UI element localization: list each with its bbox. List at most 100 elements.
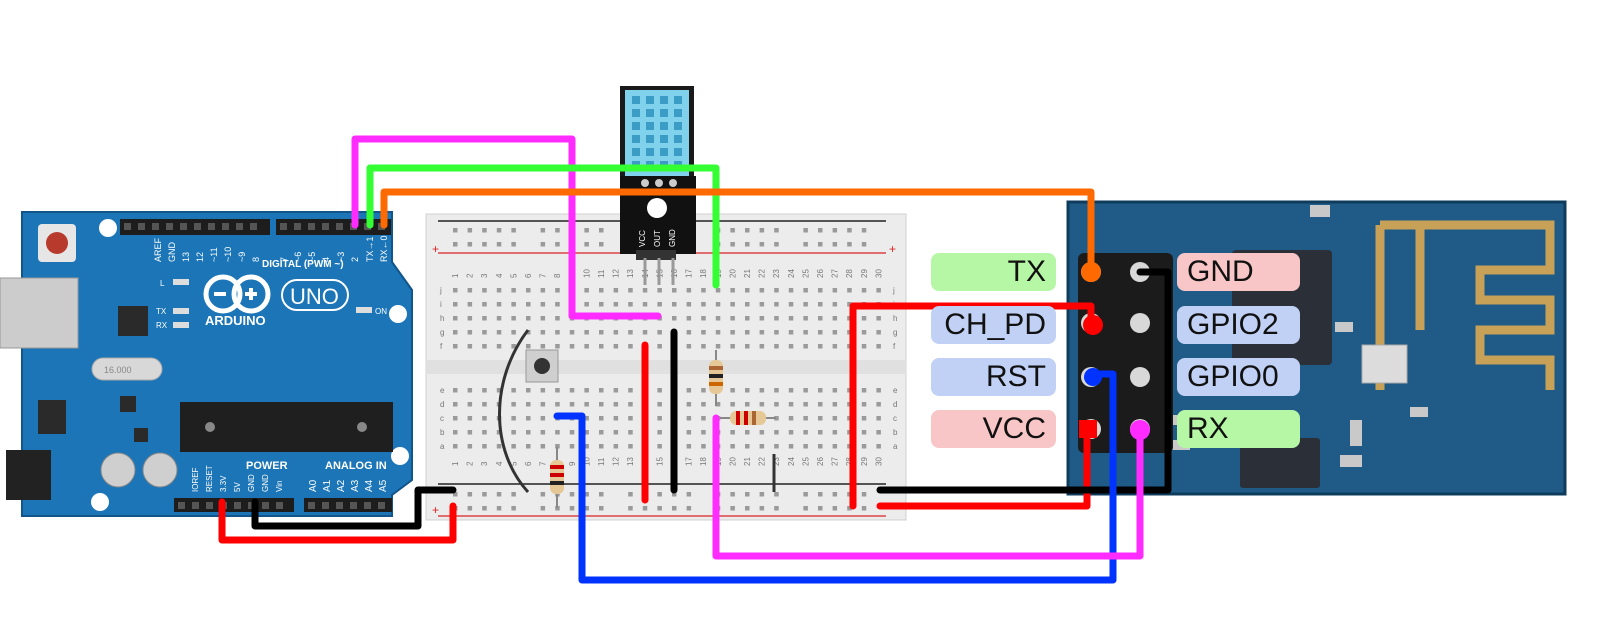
wire-black-ground: [251, 486, 457, 530]
led-label-rx: RX: [156, 321, 168, 330]
bb-column-number: 9: [568, 461, 577, 466]
digital-pin-label: 4: [321, 257, 331, 262]
bb-column-number: 20: [728, 457, 737, 466]
esp-pin-label-vcc: VCC: [931, 410, 1056, 448]
led-label-tx: TX: [156, 307, 167, 316]
digital-pin-label: 13: [181, 252, 191, 262]
bb-column-number: 17: [685, 269, 694, 278]
arduino-brand: ARDUINO: [205, 313, 266, 328]
bb-column-number: 6: [524, 461, 533, 466]
bb-column-number: 20: [728, 269, 737, 278]
rail-plus-bottom-left: +: [432, 503, 439, 517]
esp8266-module: [1066, 200, 1567, 496]
usb-chip: [118, 306, 148, 336]
bb-column-number: 1: [451, 461, 460, 466]
bb-column-number: 5: [509, 273, 518, 278]
digital-pin-label: 2: [350, 257, 360, 262]
bb-row-letter: d: [893, 400, 897, 409]
resistor-horizontal: [720, 411, 776, 425]
bb-column-number: 25: [801, 457, 810, 466]
bb-column-number: 29: [860, 269, 869, 278]
digital-header-label: DIGITAL (PWM ~): [262, 259, 344, 270]
bb-row-letter: j: [439, 286, 442, 295]
digital-pin-label: ~5: [307, 252, 317, 262]
digital-pin-label: ~11: [209, 247, 219, 262]
crystal: [91, 357, 163, 381]
bb-column-number: 21: [743, 457, 752, 466]
bb-column-number: 25: [801, 269, 810, 278]
wire-endpoints: [1079, 262, 1150, 440]
bb-row-letter: f: [440, 342, 443, 351]
bb-column-number: 4: [495, 273, 504, 278]
bb-column-number: 23: [772, 457, 781, 466]
arduino-model: UNO: [290, 284, 339, 309]
digital-pin-label: ~6: [293, 252, 303, 262]
wire-red-vcc: [876, 426, 1091, 510]
bb-row-letter: a: [440, 442, 445, 451]
bb-column-number: 13: [626, 269, 635, 278]
bb-column-number: 8: [553, 273, 562, 278]
power-jack: [6, 450, 51, 500]
bb-column-number: 10: [582, 269, 591, 278]
bb-row-letter: b: [440, 428, 445, 437]
wire-black-gnd-esp: [876, 268, 1172, 494]
analog-header-label: ANALOG IN: [325, 460, 387, 472]
analog-pin-label: A3: [350, 479, 361, 492]
resistor-left: [550, 447, 564, 508]
bb-column-number: 5: [509, 461, 518, 466]
bb-column-number: 3: [480, 461, 489, 466]
bb-column-number: 2: [466, 461, 475, 466]
rail-plus-top-right: +: [889, 242, 896, 256]
bb-column-number: 7: [539, 273, 548, 278]
bb-row-letter: e: [893, 386, 898, 395]
dht-sensor: VCC OUT GND: [620, 86, 696, 285]
bb-row-letter: h: [440, 314, 444, 323]
analog-pin-label: A4: [364, 479, 375, 492]
esp-pin-label-gpio0: GPIO0: [1177, 358, 1300, 396]
bb-row-letter: j: [892, 286, 895, 295]
esp8266-crystal: [1361, 344, 1408, 384]
bb-row-letter: b: [893, 428, 898, 437]
bb-row-letter: d: [440, 400, 444, 409]
bb-column-number: 6: [524, 273, 533, 278]
power-pin-label: 3.3V: [219, 475, 228, 492]
power-pin-label: 5V: [233, 482, 242, 492]
dht-pin-gnd: GND: [668, 229, 677, 247]
esp-pin-label-rst: RST: [931, 358, 1056, 396]
digital-pin-label: RX←0: [379, 235, 389, 262]
on-label: ON: [375, 307, 387, 316]
analog-pin-label: A2: [336, 479, 347, 492]
bb-column-number: 10: [582, 457, 591, 466]
bb-column-number: 26: [816, 457, 825, 466]
wire-orange-tx: [380, 188, 1095, 274]
bb-column-number: 7: [539, 461, 548, 466]
esp-pin-label-gnd: GND: [1177, 253, 1300, 291]
wire-red-power: [218, 498, 457, 544]
bb-row-letter: g: [893, 328, 897, 337]
crystal-label: 16.000: [104, 365, 132, 375]
esp-pin-label-chpd: CH_PD: [931, 306, 1056, 344]
power-header-label: POWER: [246, 460, 288, 472]
bb-column-number: 23: [772, 269, 781, 278]
capacitor-2: [142, 452, 178, 488]
dht-pin-vcc: VCC: [638, 230, 647, 247]
esp-pin-label-rx: RX: [1177, 410, 1300, 448]
rail-plus-top-left: +: [432, 242, 439, 256]
bb-column-number: 22: [758, 457, 767, 466]
digital-pin-label: 7: [279, 257, 289, 262]
push-button: [525, 349, 559, 383]
power-pin-label: IOREF: [191, 467, 200, 492]
digital-pin-label: ~9: [237, 252, 247, 262]
bb-column-number: 1: [451, 273, 460, 278]
bb-column-number: 30: [874, 269, 883, 278]
bb-row-letter: e: [440, 386, 445, 395]
bb-row-letter: a: [893, 442, 898, 451]
bb-row-letter: g: [440, 328, 444, 337]
digital-pin-label: 12: [195, 252, 205, 262]
usb-port: [0, 277, 79, 349]
bb-column-number: 15: [655, 457, 664, 466]
jumper-curve: [498, 329, 530, 494]
wire-green-dht: [366, 164, 720, 289]
